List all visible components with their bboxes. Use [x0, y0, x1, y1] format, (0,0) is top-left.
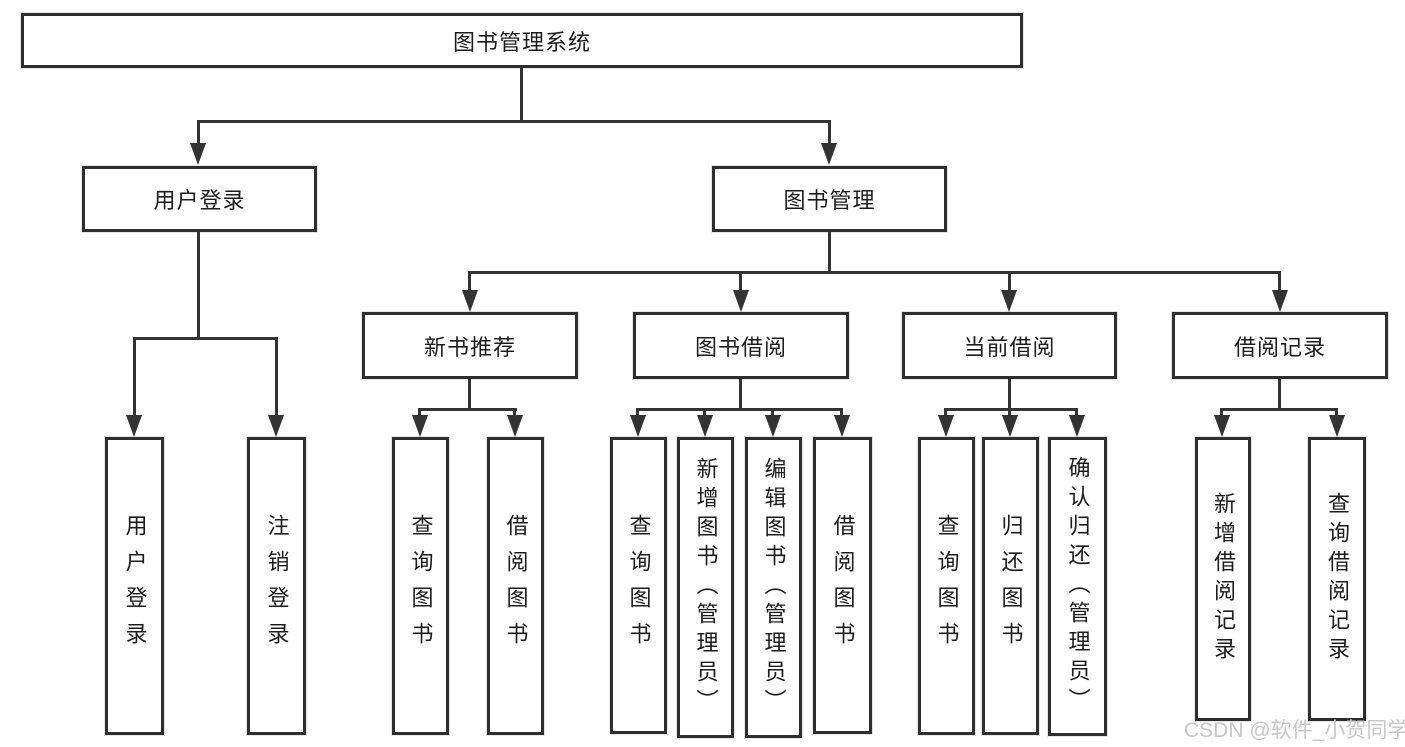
connector-stub	[1008, 408, 1011, 420]
leaf-edit-book-admin: 编辑图书（管理员）	[745, 437, 802, 738]
leaf-query-book-3-label: 查询图书	[934, 514, 960, 658]
arrow-down-icon	[462, 290, 478, 312]
leaf-borrow-book-2: 借阅图书	[813, 437, 872, 734]
connector-userlogin-split	[133, 337, 278, 340]
connector-stub	[418, 408, 421, 420]
arrow-down-icon	[733, 290, 749, 312]
leaf-add-borrow-record: 新增借阅记录	[1195, 437, 1251, 721]
leaf-return-book: 归还图书	[982, 437, 1039, 735]
connector-borrowrecord-drop	[1278, 379, 1281, 411]
connector-newbook-drop	[468, 379, 471, 411]
node-book-management: 图书管理	[712, 166, 947, 232]
connector-stub	[703, 408, 706, 420]
arrow-down-icon	[1002, 415, 1018, 437]
arrow-down-icon	[268, 415, 284, 437]
connector-stub-user-login	[197, 120, 200, 148]
leaf-query-book-2-label: 查询图书	[626, 513, 652, 658]
leaf-query-book-2: 查询图书	[610, 437, 667, 734]
node-borrow-record: 借阅记录	[1172, 312, 1388, 379]
node-current-borrow: 当前借阅	[902, 312, 1117, 379]
leaf-query-borrow-record-label: 查询借阅记录	[1325, 492, 1350, 666]
leaf-edit-book-admin-label: 编辑图书（管理员）	[761, 457, 787, 718]
connector-root-split	[197, 120, 831, 123]
arrow-down-icon	[126, 415, 142, 437]
connector-stub	[739, 271, 742, 293]
leaf-borrow-book-1: 借阅图书	[487, 437, 544, 735]
leaf-user-login: 用户登录	[105, 437, 164, 735]
connector-stub	[636, 408, 639, 420]
node-user-login-label: 用户登录	[153, 188, 246, 213]
connector-stub	[840, 408, 843, 420]
connector-stub	[1220, 408, 1223, 420]
node-root-label: 图书管理系统	[452, 29, 591, 55]
node-new-book-recommend: 新书推荐	[362, 312, 578, 379]
node-current-borrow-label: 当前借阅	[963, 334, 1056, 360]
connector-newbook-split	[418, 408, 517, 411]
leaf-borrow-book-2-label: 借阅图书	[830, 513, 856, 658]
node-book-borrow: 图书借阅	[633, 312, 849, 379]
connector-bookborrow-drop	[739, 379, 742, 411]
node-user-login: 用户登录	[82, 166, 317, 232]
arrow-down-icon	[1069, 415, 1085, 437]
leaf-add-borrow-record-label: 新增借阅记录	[1211, 492, 1236, 666]
connector-stub	[1335, 408, 1338, 420]
arrow-down-icon	[938, 415, 954, 437]
csdn-watermark: CSDN @软件_小贺同学	[1184, 719, 1405, 742]
connector-stub	[1278, 271, 1281, 293]
leaf-query-book-1-label: 查询图书	[408, 514, 434, 658]
leaf-borrow-book-1-label: 借阅图书	[503, 514, 529, 658]
connector-stub	[1075, 408, 1078, 420]
node-borrow-record-label: 借阅记录	[1233, 334, 1326, 360]
leaf-add-book-admin-label: 新增图书（管理员）	[693, 457, 719, 718]
leaf-add-book-admin: 新增图书（管理员）	[677, 437, 734, 738]
connector-stub	[771, 408, 774, 420]
arrow-down-icon	[1272, 290, 1288, 312]
arrow-down-icon	[190, 143, 206, 165]
connector-bookmgmt-split	[468, 271, 1281, 274]
connector-bookborrow-split	[636, 408, 843, 411]
leaf-confirm-return-admin-label: 确认归还（管理员）	[1065, 456, 1091, 717]
connector-currentborrow-drop	[1008, 379, 1011, 411]
leaf-logout: 注销登录	[247, 437, 306, 735]
arrow-down-icon	[1214, 415, 1230, 437]
arrow-down-icon	[1001, 290, 1017, 312]
arrow-down-icon	[697, 415, 713, 437]
connector-userlogin-drop	[197, 232, 200, 340]
node-book-borrow-label: 图书借阅	[694, 334, 787, 360]
leaf-return-book-label: 归还图书	[998, 514, 1024, 658]
connector-stub	[275, 337, 278, 417]
node-root: 图书管理系统	[21, 13, 1023, 68]
leaf-query-book-1: 查询图书	[392, 437, 449, 735]
arrow-down-icon	[630, 415, 646, 437]
connector-bookmgmt-drop	[828, 232, 831, 274]
leaf-query-borrow-record: 查询借阅记录	[1308, 437, 1366, 721]
arrow-down-icon	[507, 415, 523, 437]
leaf-query-book-3: 查询图书	[918, 437, 975, 735]
connector-stub	[468, 271, 471, 293]
connector-stub	[513, 408, 516, 420]
connector-root-drop	[520, 68, 523, 122]
leaf-logout-label: 注销登录	[264, 514, 290, 658]
arrow-down-icon	[834, 415, 850, 437]
connector-borrowrecord-split	[1220, 408, 1338, 411]
connector-stub	[944, 408, 947, 420]
arrow-down-icon	[821, 143, 837, 165]
connector-stub	[133, 337, 136, 417]
arrow-down-icon	[412, 415, 428, 437]
node-book-management-label: 图书管理	[783, 188, 876, 213]
leaf-confirm-return-admin: 确认归还（管理员）	[1048, 437, 1107, 736]
connector-currentborrow-split	[944, 408, 1078, 411]
connector-stub-book-mgmt	[828, 120, 831, 148]
connector-stub	[1008, 271, 1011, 293]
node-new-book-recommend-label: 新书推荐	[423, 334, 516, 360]
arrow-down-icon	[765, 415, 781, 437]
arrow-down-icon	[1329, 415, 1345, 437]
leaf-user-login-label: 用户登录	[122, 514, 148, 658]
